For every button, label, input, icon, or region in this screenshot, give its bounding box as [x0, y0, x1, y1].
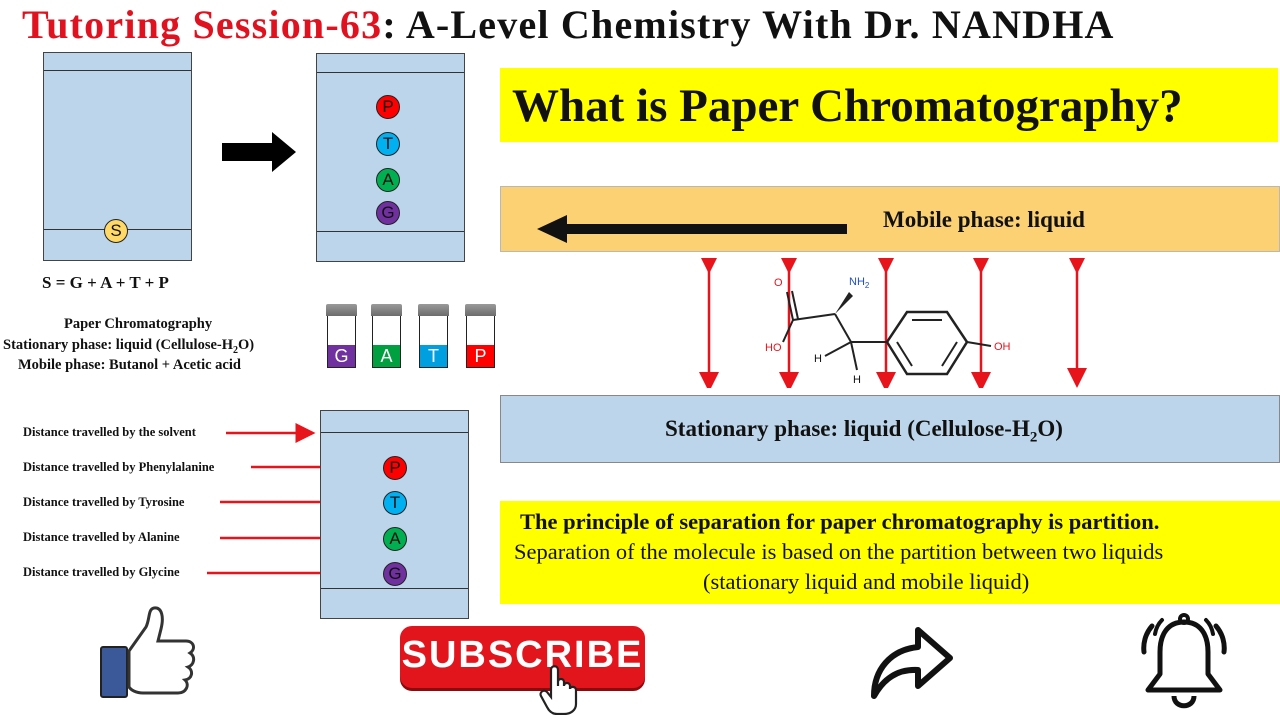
- spot-a: A: [376, 168, 400, 192]
- solvent-front-line: [317, 72, 464, 73]
- atom-nh2: NH2: [849, 276, 870, 291]
- molecule-drawing: [782, 290, 992, 376]
- bell-icon[interactable]: [1138, 612, 1230, 716]
- tyrosine-molecule: O NH2 HO H H OH: [763, 270, 1019, 390]
- hand-cursor-icon: [539, 665, 578, 715]
- info-heading: Paper Chromatography: [64, 316, 213, 332]
- spot-p: P: [383, 456, 407, 480]
- like-icon[interactable]: [98, 605, 198, 700]
- atom-h2: H: [853, 374, 861, 386]
- distance-label-glycine: Distance travelled by Glycine: [23, 565, 180, 579]
- solvent-front-line: [44, 70, 191, 71]
- sample-spot: S: [104, 219, 128, 243]
- info-stationary: Stationary phase: liquid (Cellulose-H2O): [3, 337, 255, 356]
- atom-o: O: [774, 277, 783, 289]
- spot-p: P: [376, 95, 400, 119]
- paper-strip-after: P T A G: [316, 53, 465, 262]
- subscribe-button[interactable]: SUBSCRIBE: [400, 626, 645, 688]
- atom-ho: HO: [765, 342, 782, 354]
- subscribe-label: SUBSCRIBE: [401, 634, 644, 676]
- left-arrow-icon: [537, 215, 847, 243]
- principle-line-3: (stationary liquid and mobile liquid): [703, 569, 1030, 594]
- info-mobile: Mobile phase: Butanol + Acetic acid: [18, 357, 241, 373]
- distance-label-alanine: Distance travelled by Alanine: [23, 530, 180, 544]
- distance-label-phenylalanine: Distance travelled by Phenylalanine: [23, 460, 215, 474]
- partition-arrows: [699, 258, 1087, 388]
- vial-t: T: [418, 304, 449, 376]
- solvent-front-line: [321, 432, 468, 433]
- baseline: [317, 231, 464, 232]
- share-icon[interactable]: [870, 626, 954, 700]
- atom-oh: OH: [994, 341, 1011, 353]
- stationary-phase-box: Stationary phase: liquid (Cellulose-H2O): [500, 395, 1280, 463]
- distance-label-tyrosine: Distance travelled by Tyrosine: [23, 495, 185, 509]
- equation: S = G + A + T + P: [42, 273, 169, 292]
- baseline: [321, 588, 468, 589]
- paper-strip-result: P T A G: [320, 410, 469, 619]
- spot-a: A: [383, 527, 407, 551]
- right-arrow-icon: [222, 132, 296, 172]
- spot-g: G: [383, 562, 407, 586]
- spot-t: T: [376, 132, 400, 156]
- atom-h1: H: [814, 353, 822, 365]
- principle-line-2: Separation of the molecule is based on t…: [514, 539, 1164, 564]
- page-title: Tutoring Session-63: A-Level Chemistry W…: [22, 2, 1115, 47]
- question-title: What is Paper Chromatography?: [512, 80, 1183, 132]
- mobile-phase-label: Mobile phase: liquid: [883, 207, 1085, 232]
- stationary-phase-label: Stationary phase: liquid (Cellulose-H2O): [665, 416, 1063, 446]
- vial-a: A: [371, 304, 402, 376]
- paper-strip-before: S: [43, 52, 192, 261]
- question-banner: What is Paper Chromatography?: [500, 68, 1278, 142]
- mobile-phase-box: Mobile phase: liquid: [500, 186, 1280, 252]
- vial-p: P: [465, 304, 496, 376]
- distance-label-solvent: Distance travelled by the solvent: [23, 425, 196, 439]
- vial-g: G: [326, 304, 357, 376]
- principle-line-1: The principle of separation for paper ch…: [520, 509, 1160, 534]
- spot-g: G: [376, 201, 400, 225]
- spot-t: T: [383, 491, 407, 515]
- principle-box: The principle of separation for paper ch…: [500, 501, 1280, 604]
